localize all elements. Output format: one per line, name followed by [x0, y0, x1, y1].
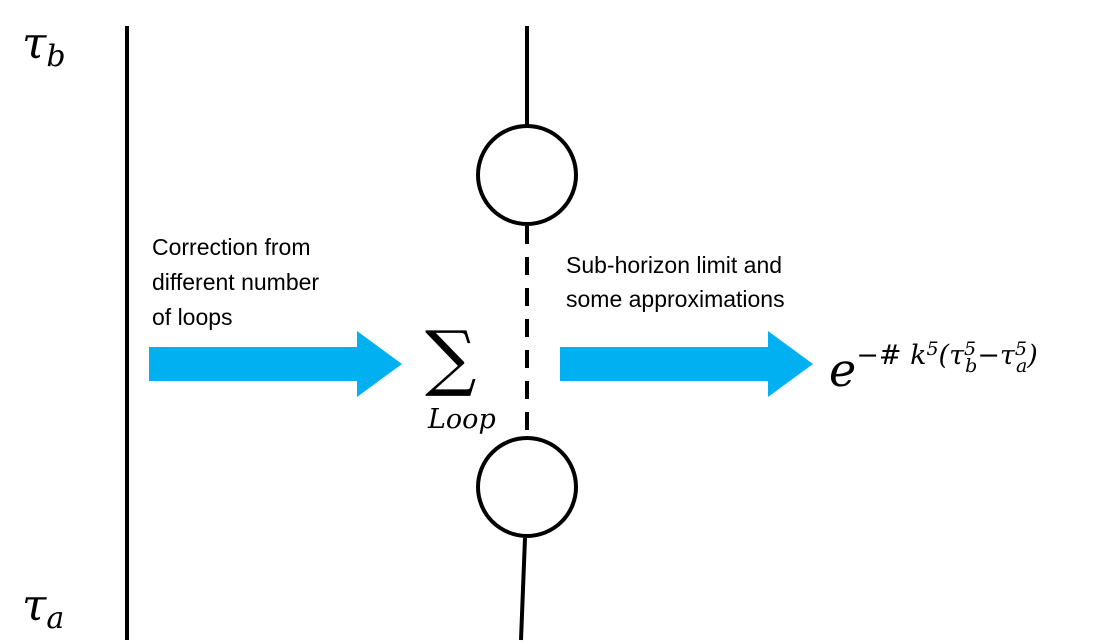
- result-minus: −: [977, 340, 1000, 371]
- tau-a-subscript: a: [46, 601, 64, 636]
- result-open-paren: (: [939, 340, 951, 371]
- left-note-line-2: different number: [152, 269, 319, 295]
- result-term2-power: 5: [1015, 338, 1027, 360]
- left-note-line-1: Correction from: [152, 234, 310, 260]
- left-note: Correction from different number of loop…: [152, 234, 325, 330]
- result-term1-symbol: τ: [949, 340, 965, 371]
- tau-b-label: τb: [22, 18, 66, 74]
- result-term1-power: 5: [964, 338, 976, 360]
- result-term2-symbol: τ: [1000, 340, 1016, 371]
- left-arrow: [149, 331, 402, 397]
- sum-subscript: Loop: [427, 404, 496, 435]
- tau-b-subscript: b: [46, 39, 65, 74]
- result-k-power: 5: [926, 338, 938, 360]
- tau-a-symbol: τ: [22, 580, 47, 631]
- right-note: Sub-horizon limit and some approximation…: [566, 252, 788, 312]
- loop-vertex-top: [476, 124, 578, 226]
- loop-vertex-bottom: [476, 436, 578, 538]
- right-note-line-2: some approximations: [566, 286, 785, 312]
- result-exp-prefix: −# k: [856, 340, 926, 371]
- left-note-line-3: of loops: [152, 304, 233, 330]
- result-term2-subscript: a: [1016, 355, 1027, 377]
- result-term1-subscript: b: [965, 355, 977, 377]
- propagator-bottom-line: [519, 537, 527, 641]
- tau-b-symbol: τ: [22, 18, 47, 69]
- result-close-paren: ): [1026, 340, 1038, 371]
- right-note-line-1: Sub-horizon limit and: [566, 252, 782, 278]
- sum-symbol: ∑: [425, 315, 476, 399]
- right-arrow: [560, 331, 813, 397]
- tau-a-label: τa: [22, 580, 64, 636]
- result-base: e: [829, 343, 856, 397]
